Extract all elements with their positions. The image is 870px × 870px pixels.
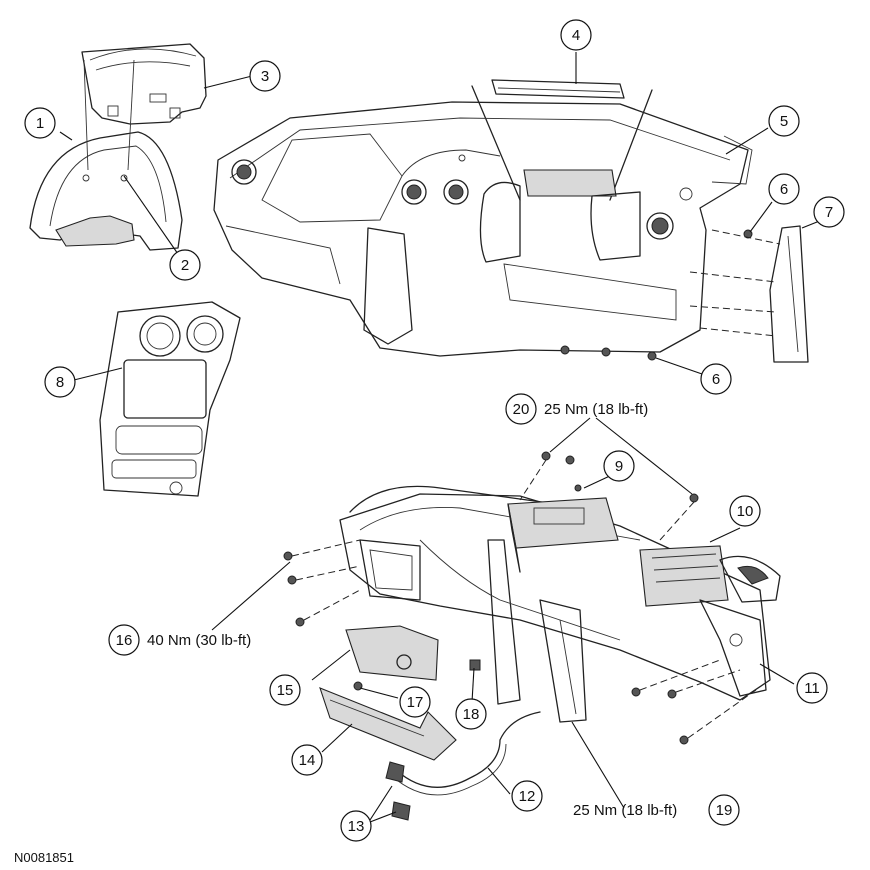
callout-6-lower: 6 [700, 363, 732, 395]
knee-bolster-panel [319, 687, 457, 761]
callout-17: 17 [399, 686, 431, 718]
svg-text:20: 20 [513, 401, 530, 418]
callout-3: 3 [249, 60, 281, 92]
callout-16: 16 [108, 624, 140, 656]
callout-18: 18 [455, 698, 487, 730]
callout-13: 13 [340, 810, 372, 842]
side-end-cap [769, 225, 809, 363]
defroster-grille [491, 79, 625, 99]
torque-spec-16: 40 Nm (30 lb-ft) [147, 632, 251, 649]
torque-spec-20: 25 Nm (18 lb-ft) [544, 401, 648, 418]
callout-10: 10 [729, 495, 761, 527]
svg-text:13: 13 [348, 818, 365, 835]
callout-14: 14 [291, 744, 323, 776]
svg-text:10: 10 [737, 503, 754, 520]
callout-9: 9 [603, 450, 635, 482]
svg-text:12: 12 [519, 788, 536, 805]
instrument-cluster [81, 43, 207, 125]
center-finish-panel [99, 301, 241, 497]
svg-text:4: 4 [572, 27, 580, 44]
instrument-panel [213, 101, 753, 357]
callout-11: 11 [796, 672, 828, 704]
svg-text:2: 2 [181, 257, 189, 274]
svg-text:7: 7 [825, 204, 833, 221]
cross-car-beam [339, 485, 781, 723]
callout-6-upper: 6 [768, 173, 800, 205]
callout-1: 1 [24, 107, 56, 139]
steering-column-shroud [345, 625, 439, 691]
callout-20: 20 [505, 393, 537, 425]
cluster-bezel [29, 131, 183, 251]
svg-text:18: 18 [463, 706, 480, 723]
svg-text:19: 19 [716, 802, 733, 819]
svg-text:3: 3 [261, 68, 269, 85]
torque-spec-19: 25 Nm (18 lb-ft) [573, 802, 677, 819]
callout-5: 5 [768, 105, 800, 137]
callout-7: 7 [813, 196, 845, 228]
svg-text:9: 9 [615, 458, 623, 475]
beam-fasteners [283, 451, 699, 745]
svg-text:1: 1 [36, 115, 44, 132]
svg-text:11: 11 [804, 680, 820, 697]
retaining-clip [469, 659, 481, 671]
svg-text:17: 17 [407, 694, 424, 711]
svg-text:8: 8 [56, 374, 64, 391]
svg-text:16: 16 [116, 632, 133, 649]
callout-15: 15 [269, 674, 301, 706]
callout-2: 2 [169, 249, 201, 281]
svg-text:15: 15 [277, 682, 294, 699]
svg-text:6: 6 [712, 371, 720, 388]
svg-text:5: 5 [780, 113, 788, 130]
svg-text:6: 6 [780, 181, 788, 198]
svg-text:14: 14 [299, 752, 316, 769]
figure-id: N0081851 [14, 850, 74, 865]
panel-fasteners [560, 229, 753, 361]
wiring-harness [385, 711, 541, 821]
callout-8: 8 [44, 366, 76, 398]
callout-12: 12 [511, 780, 543, 812]
callout-4: 4 [560, 19, 592, 51]
callout-19: 19 [708, 794, 740, 826]
